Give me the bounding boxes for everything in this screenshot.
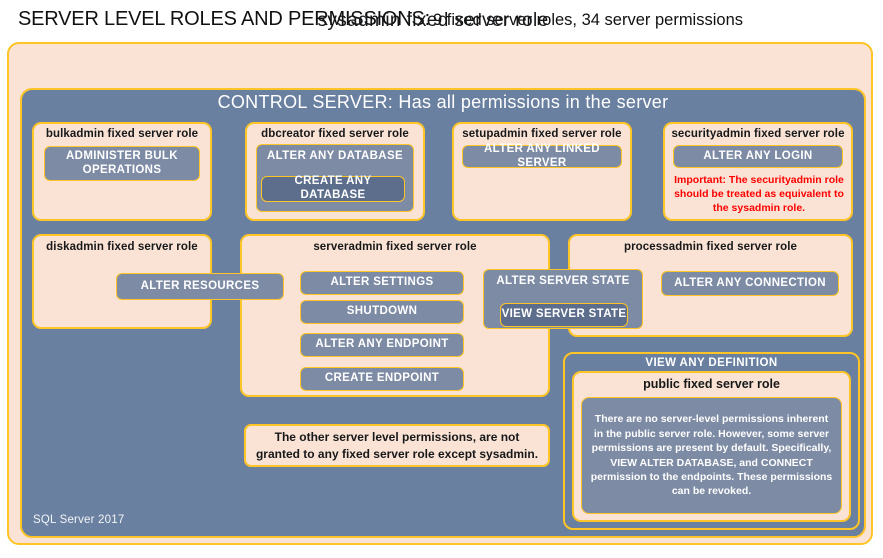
role-title-setupadmin: setupadmin fixed server role — [462, 128, 622, 140]
role-title-dbcreator: dbcreator fixed server role — [261, 128, 409, 140]
permission-alter-any-endpoint[interactable]: ALTER ANY ENDPOINT — [300, 333, 464, 357]
sysadmin-role-label: sysadmin fixed server role — [317, 10, 549, 31]
permission-view-server-state[interactable]: VIEW SERVER STATE — [500, 303, 628, 327]
role-title-diskadmin: diskadmin fixed server role — [46, 241, 198, 253]
securityadmin-important-note: Important: The securityadmin role should… — [674, 174, 844, 215]
permission-create-endpoint[interactable]: CREATE ENDPOINT — [300, 367, 464, 391]
role-card-securityadmin — [663, 122, 853, 221]
page-title-subtitle: 9 fixed server roles, 34 server permissi… — [433, 11, 743, 29]
permission-administer-bulk-operations[interactable]: ADMINISTER BULK OPERATIONS — [44, 146, 200, 181]
page-title: SERVER LEVEL ROLES AND PERMISSIONS:9 fix… — [18, 8, 868, 36]
role-title-processadmin: processadmin fixed server role — [623, 241, 798, 253]
role-title-public: public fixed server role — [643, 377, 780, 391]
role-title-securityadmin: securityadmin fixed server role — [671, 128, 845, 140]
permission-alter-resources[interactable]: ALTER RESOURCES — [116, 273, 284, 300]
permission-create-any-database[interactable]: CREATE ANY DATABASE — [261, 175, 405, 202]
permission-shutdown[interactable]: SHUTDOWN — [300, 300, 464, 324]
permission-alter-any-linked-server[interactable]: ALTER ANY LINKED SERVER — [462, 143, 622, 169]
permission-alter-any-login[interactable]: ALTER ANY LOGIN — [673, 145, 843, 168]
public-role-description: There are no server-level permissions in… — [581, 397, 842, 514]
role-title-serveradmin: serveradmin fixed server role — [313, 241, 477, 253]
permission-alter-settings[interactable]: ALTER SETTINGS — [300, 271, 464, 295]
control-server-label: CONTROL SERVER: Has all permissions in t… — [217, 92, 669, 112]
role-title-bulkadmin: bulkadmin fixed server role — [45, 128, 199, 140]
page-title-strong: SERVER LEVEL ROLES AND PERMISSIONS: — [18, 8, 431, 30]
permission-view-any-definition[interactable]: VIEW ANY DEFINITION — [645, 357, 778, 369]
other-permissions-note: The other server level permissions, are … — [244, 424, 550, 467]
role-card-setupadmin — [452, 122, 632, 221]
sql-server-version-label: SQL Server 2017 — [33, 514, 125, 526]
permission-alter-any-connection[interactable]: ALTER ANY CONNECTION — [661, 271, 839, 296]
